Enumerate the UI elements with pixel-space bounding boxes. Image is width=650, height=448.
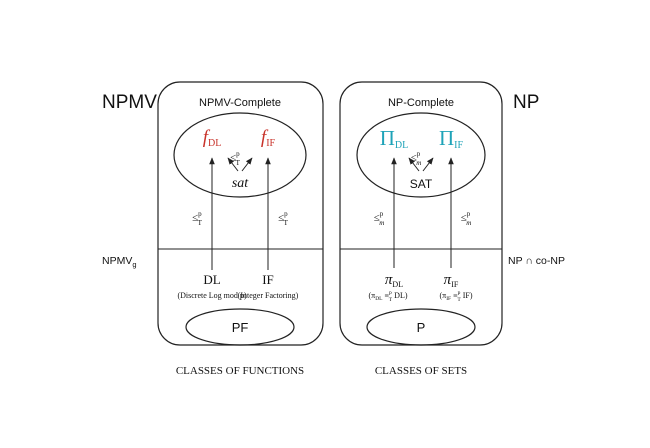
sat-set-node: SAT	[410, 177, 433, 191]
sat-node: sat	[232, 176, 249, 191]
np-label: NP	[513, 92, 539, 113]
sets-box	[339, 81, 503, 346]
npmv-label: NPMV	[102, 92, 157, 113]
pf-label: PF	[232, 320, 249, 335]
dl-node: DL	[203, 272, 220, 287]
pi-dl-lower-node: πDL	[385, 272, 403, 289]
pf-ellipse	[185, 308, 295, 346]
if-description: (Integer Factoring)	[238, 291, 299, 300]
npmv-complete-title: NPMV-Complete	[199, 97, 281, 109]
f-if-node: fIF	[261, 127, 276, 149]
np-conp-label: NP ∩ co-NP	[508, 255, 565, 267]
pi-if-lower-node: πIF	[444, 272, 459, 289]
np-complete-title: NP-Complete	[388, 97, 454, 109]
dl-description: (Discrete Log mod p)	[177, 291, 246, 300]
npmv-g-label: NPMVg	[102, 255, 137, 269]
sat-to-fif-arrow	[241, 157, 253, 172]
p-ellipse	[366, 308, 476, 346]
p-label: P	[417, 320, 426, 335]
functions-box	[157, 81, 324, 346]
f-dl-node: fDL	[203, 127, 222, 149]
np-complete-ellipse	[356, 112, 486, 198]
functions-caption: CLASSES OF FUNCTIONS	[176, 365, 304, 377]
sets-caption: CLASSES OF SETS	[375, 365, 467, 377]
npmv-complete-ellipse	[173, 112, 307, 198]
sat-to-piif-arrow	[422, 157, 434, 172]
sat-to-pidl-arrow	[408, 157, 420, 172]
pi-dl-node: ΠDL	[380, 126, 409, 151]
sat-to-fdl-arrow	[227, 157, 239, 172]
if-node: IF	[262, 272, 274, 287]
pi-if-node: ΠIF	[439, 126, 464, 151]
